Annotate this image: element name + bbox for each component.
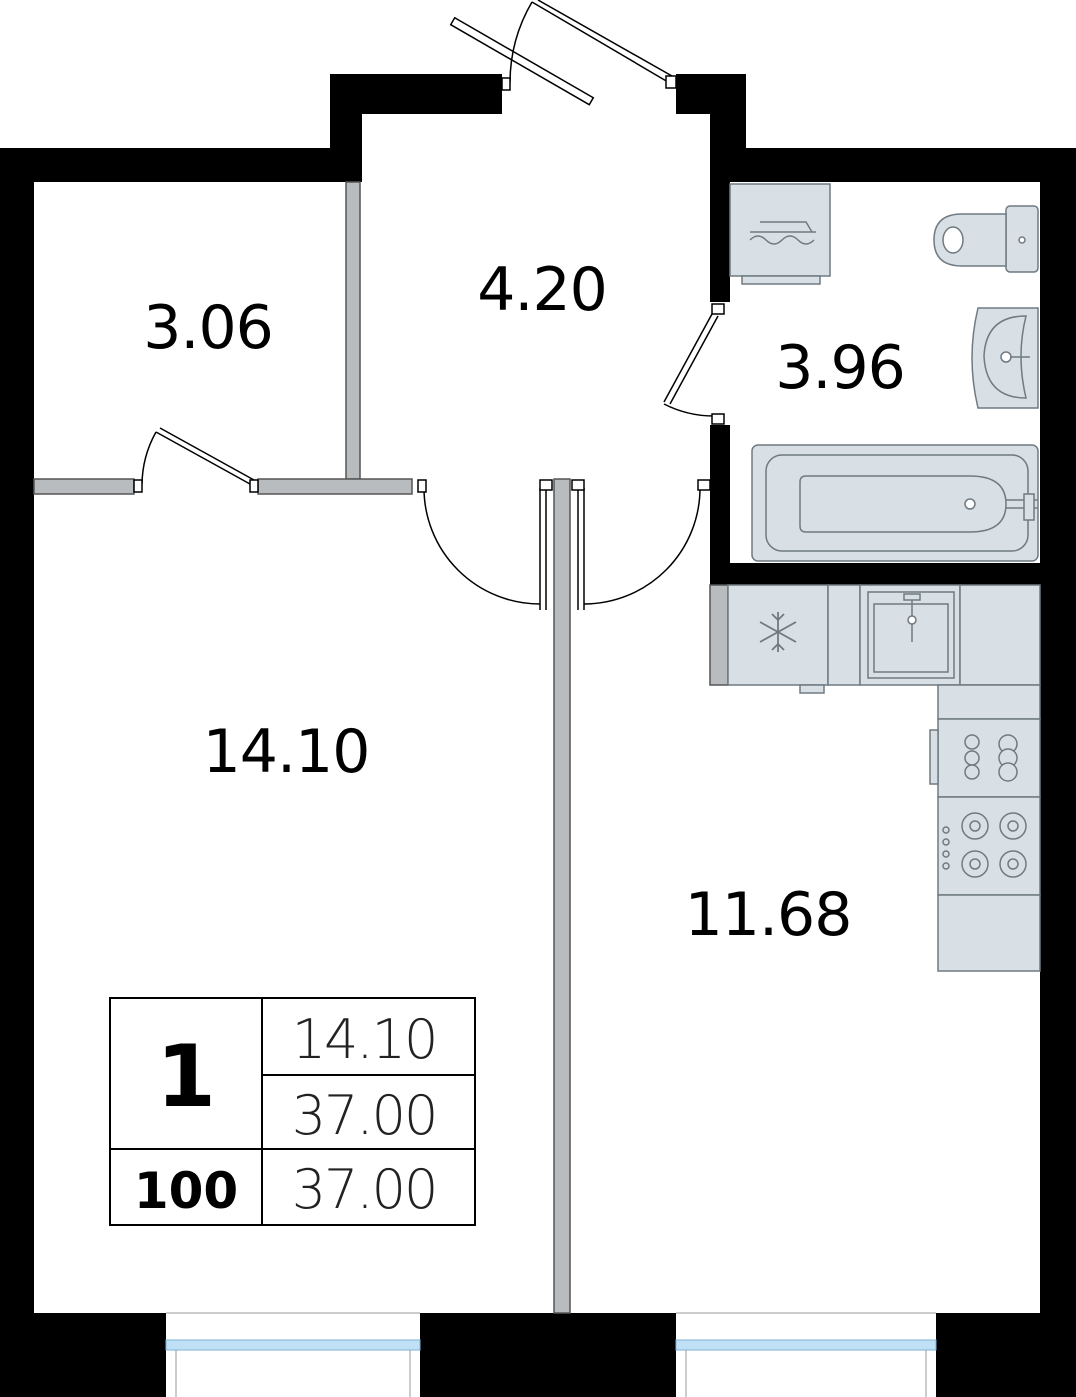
living-area: 14.10 [292, 1008, 437, 1071]
fridge-icon [759, 612, 797, 652]
room-area-kitchen: 11.68 [685, 880, 852, 950]
room-area-storage: 3.06 [143, 293, 273, 363]
exterior-walls [0, 74, 1076, 1397]
room-area-bedroom: 14.10 [203, 717, 370, 787]
total-area-with-coeff: 37.00 [292, 1158, 437, 1221]
room-area-hall: 4.20 [477, 255, 607, 325]
window-right [675, 1312, 937, 1397]
partitions [33, 181, 729, 1314]
toilet-icon [933, 205, 1039, 273]
bathroom-walls [710, 176, 1040, 585]
stove-icon [929, 729, 1027, 878]
window-left [165, 1312, 421, 1397]
snowflake-icon [759, 612, 797, 652]
washing-machine-icon [729, 183, 831, 285]
info-box: 1 14.10 37.00 100 37.00 [109, 997, 476, 1226]
bathtub-icon [751, 444, 1039, 562]
door-hinges [133, 75, 725, 493]
total-area: 37.00 [292, 1084, 437, 1147]
sink-icon [971, 307, 1039, 409]
doors [141, 0, 719, 610]
room-area-bathroom: 3.96 [775, 333, 905, 403]
rooms-count: 1 [156, 1027, 216, 1127]
kitchen-sink-icon [867, 591, 955, 679]
area-percent: 100 [134, 1162, 238, 1220]
